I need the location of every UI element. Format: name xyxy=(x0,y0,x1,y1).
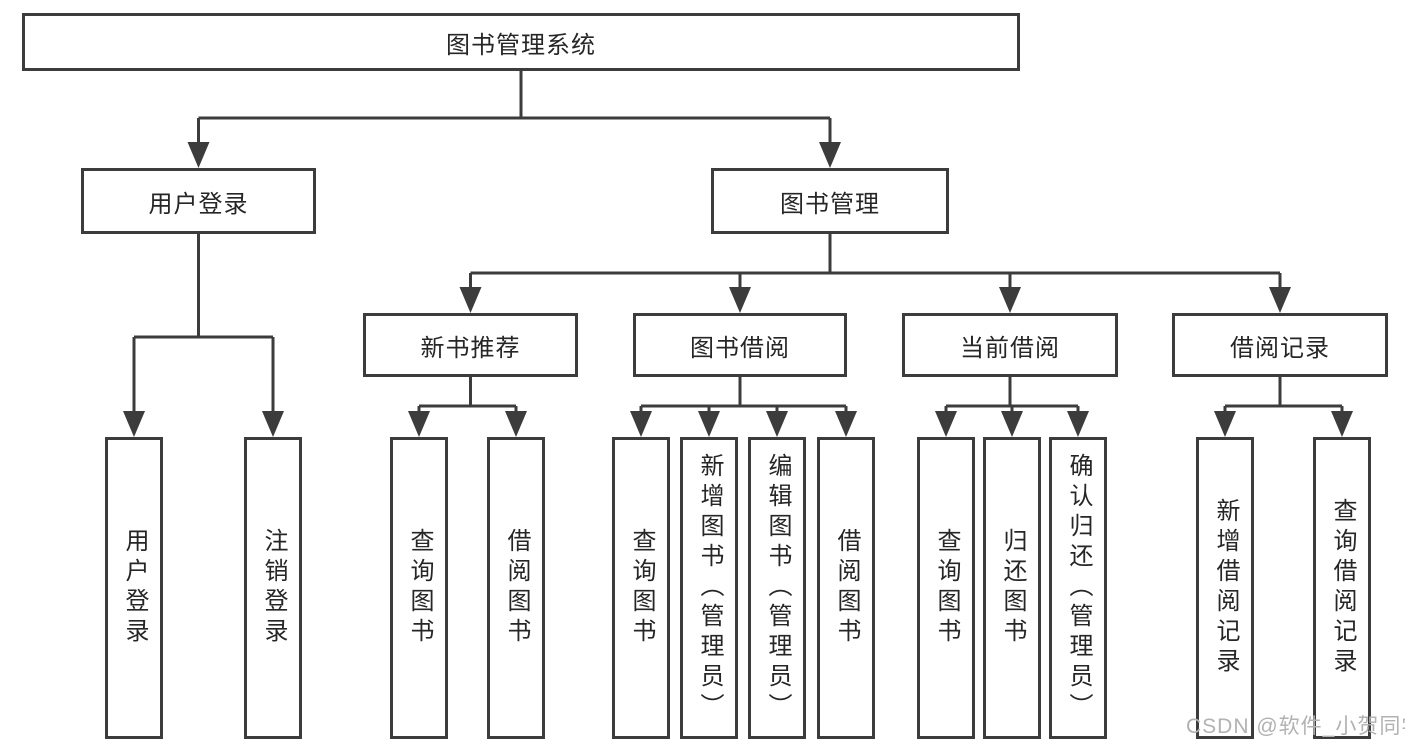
leaf-borrow-books: 借阅图书 xyxy=(817,437,875,739)
node-borrow-records-label: 借阅记录 xyxy=(1230,334,1330,362)
leaf-edit-book-admin-label: 编辑图书（管理员） xyxy=(764,453,791,723)
node-new-book-recommend-label: 新书推荐 xyxy=(420,334,521,362)
leaf-confirm-return-admin-label: 确认归还（管理员） xyxy=(1065,453,1092,723)
node-new-book-recommend: 新书推荐 xyxy=(363,313,578,377)
leaf-query-books-borrow-label: 查询图书 xyxy=(628,528,655,648)
node-book-borrow: 图书借阅 xyxy=(633,313,847,377)
leaf-query-books-current-label: 查询图书 xyxy=(933,528,960,648)
leaf-return-book: 归还图书 xyxy=(983,437,1041,739)
leaf-borrow-books-recommend-label: 借阅图书 xyxy=(503,528,530,648)
leaf-return-book-label: 归还图书 xyxy=(999,528,1026,648)
leaf-edit-book-admin: 编辑图书（管理员） xyxy=(748,437,806,739)
leaf-query-books-borrow: 查询图书 xyxy=(612,437,670,739)
leaf-confirm-return-admin: 确认归还（管理员） xyxy=(1049,437,1107,739)
node-user-login: 用户登录 xyxy=(81,168,316,234)
leaf-query-books-recommend-label: 查询图书 xyxy=(406,528,433,648)
leaf-query-borrow-record-label: 查询借阅记录 xyxy=(1329,498,1356,678)
node-borrow-records: 借阅记录 xyxy=(1172,313,1388,377)
connector-path xyxy=(132,71,1344,415)
leaf-logout-label: 注销登录 xyxy=(260,528,287,648)
node-book-management-label: 图书管理 xyxy=(780,190,880,218)
leaf-user-login-label: 用户登录 xyxy=(121,528,148,648)
csdn-watermark: CSDN @软件_小贺同学 xyxy=(1186,715,1405,738)
node-current-borrow: 当前借阅 xyxy=(902,313,1118,377)
arrowheads xyxy=(123,142,1353,437)
leaf-query-books-recommend: 查询图书 xyxy=(390,437,448,739)
leaf-add-book-admin-label: 新增图书（管理员） xyxy=(696,453,723,723)
node-root-label: 图书管理系统 xyxy=(446,31,596,59)
leaf-query-borrow-record: 查询借阅记录 xyxy=(1313,437,1371,739)
leaf-query-books-current: 查询图书 xyxy=(917,437,975,739)
leaf-logout: 注销登录 xyxy=(244,437,302,739)
leaf-borrow-books-label: 借阅图书 xyxy=(833,528,860,648)
node-book-management: 图书管理 xyxy=(711,168,949,234)
node-root: 图书管理系统 xyxy=(22,13,1020,71)
leaf-add-borrow-record: 新增借阅记录 xyxy=(1196,437,1254,739)
node-current-borrow-label: 当前借阅 xyxy=(960,334,1060,362)
leaf-borrow-books-recommend: 借阅图书 xyxy=(487,437,545,739)
leaf-user-login: 用户登录 xyxy=(105,437,163,739)
leaf-add-book-admin: 新增图书（管理员） xyxy=(680,437,738,739)
node-book-borrow-label: 图书借阅 xyxy=(690,334,790,362)
node-user-login-label: 用户登录 xyxy=(148,190,249,218)
leaf-add-borrow-record-label: 新增借阅记录 xyxy=(1212,498,1239,678)
